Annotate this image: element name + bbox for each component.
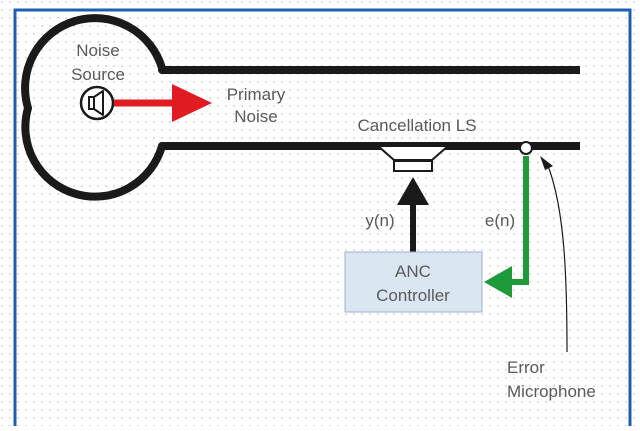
- primary-noise-label-line2: Noise: [234, 107, 277, 126]
- anc-controller-label-line1: ANC: [395, 262, 431, 281]
- error-microphone-pointer: [540, 156, 568, 353]
- primary-noise-arrow: [114, 84, 212, 122]
- frame-border: [13, 8, 632, 431]
- cancellation-ls-label: Cancellation LS: [357, 116, 476, 135]
- noise-source-label-line2: Source: [71, 65, 125, 84]
- anc-controller-label-line2: Controller: [376, 286, 450, 305]
- speaker-icon: [79, 85, 115, 121]
- error-microphone-label-line2: Microphone: [507, 382, 596, 401]
- noise-source-label-line1: Noise: [76, 41, 119, 60]
- error-microphone-icon: [519, 141, 533, 155]
- primary-noise-label-line1: Primary: [227, 85, 286, 104]
- anc-controller-box: [344, 251, 483, 313]
- cancellation-loudspeaker-icon: [375, 145, 451, 172]
- duct-outline: [21, 14, 580, 201]
- error-microphone-label-line1: Error: [507, 358, 545, 377]
- e-n-label: e(n): [485, 211, 515, 230]
- error-signal-arrow: [484, 156, 529, 298]
- control-signal-arrow: [397, 177, 429, 252]
- y-n-label: y(n): [365, 211, 394, 230]
